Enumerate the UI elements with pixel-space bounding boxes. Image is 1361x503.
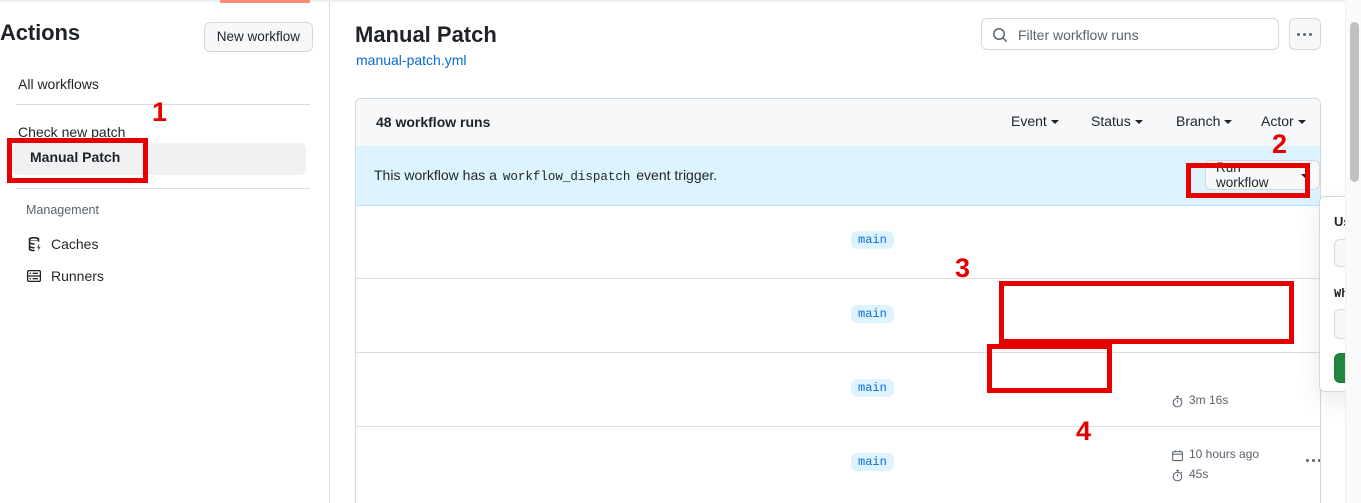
runs-panel-header: 48 workflow runs Event Status Branch Act… — [356, 99, 1320, 147]
run-meta: 3m 16s — [1171, 390, 1228, 410]
table-row[interactable]: main — [356, 205, 1320, 279]
sidebar-section-management: Management — [26, 203, 99, 217]
branch-badge[interactable]: main — [851, 453, 894, 471]
search-box[interactable] — [981, 18, 1279, 51]
run-workflow-label: Run workflow — [1216, 160, 1269, 190]
filter-status[interactable]: Status — [1091, 113, 1143, 129]
sidebar-item-all-workflows[interactable]: All workflows — [18, 76, 99, 92]
overflow-menu-button[interactable] — [1289, 18, 1321, 50]
chevron-down-icon — [1297, 120, 1306, 124]
filter-label: Actor — [1261, 113, 1294, 129]
filter-label: Event — [1011, 113, 1047, 129]
new-workflow-button[interactable]: New workflow — [203, 22, 313, 52]
sidebar-item-label: Caches — [51, 236, 99, 252]
chevron-down-icon — [1050, 120, 1059, 124]
page-loading-bar — [220, 0, 310, 3]
chevron-down-icon — [1134, 120, 1143, 124]
page-scrollbar-thumb[interactable] — [1350, 22, 1359, 182]
filter-label: Branch — [1176, 113, 1221, 129]
sidebar-item-label: Runners — [51, 268, 104, 284]
sidebar-item-caches[interactable]: Caches — [26, 233, 98, 255]
dispatch-text-after: event trigger. — [636, 167, 718, 183]
dispatch-banner-text: This workflow has a workflow_dispatch ev… — [374, 167, 717, 184]
sidebar-item-runners[interactable]: Runners — [26, 265, 104, 287]
sidebar-item-check-new-patch[interactable]: Check new patch — [18, 124, 126, 140]
main-content: Manual Patch manual-patch.yml 48 workflo… — [331, 0, 1361, 503]
cache-icon — [26, 236, 42, 252]
runners-icon — [26, 268, 42, 284]
workflow-dispatch-banner: This workflow has a workflow_dispatch ev… — [356, 146, 1320, 206]
stopwatch-icon — [1171, 468, 1184, 481]
sidebar-divider — [16, 104, 310, 105]
chevron-down-icon — [1301, 174, 1309, 178]
filter-actor[interactable]: Actor — [1261, 113, 1306, 129]
table-row[interactable]: main 3m 16s — [356, 353, 1320, 427]
top-divider — [0, 0, 1345, 2]
kebab-icon — [1297, 33, 1312, 36]
page-title: Manual Patch — [355, 22, 497, 47]
run-duration: 45s — [1171, 464, 1259, 484]
date-text: 10 hours ago — [1189, 447, 1260, 461]
search-icon — [992, 27, 1008, 43]
table-row[interactable]: main 10 hours ago — [356, 427, 1320, 501]
branch-badge[interactable]: main — [851, 231, 894, 249]
filter-branch[interactable]: Branch — [1176, 113, 1233, 129]
run-meta: 10 hours ago 45s — [1171, 444, 1259, 484]
duration-text: 45s — [1189, 467, 1209, 481]
workflow-runs-panel: 48 workflow runs Event Status Branch Act… — [355, 98, 1321, 503]
chevron-down-icon — [1224, 120, 1233, 124]
run-workflow-dropdown-button[interactable]: Run workflow — [1205, 160, 1320, 190]
sidebar-divider — [16, 188, 310, 189]
workflow-run-count: 48 workflow runs — [376, 114, 491, 130]
run-duration: 3m 16s — [1171, 390, 1228, 410]
dispatch-text-before: This workflow has a — [374, 167, 497, 183]
calendar-icon — [1171, 448, 1184, 461]
search-input[interactable] — [1016, 19, 1270, 51]
filter-label: Status — [1091, 113, 1131, 129]
stopwatch-icon — [1171, 394, 1184, 407]
duration-text: 3m 16s — [1189, 393, 1229, 407]
sidebar-item-label: Manual Patch — [30, 149, 121, 165]
row-overflow-menu[interactable] — [1306, 459, 1320, 462]
dispatch-event-code: workflow_dispatch — [502, 170, 631, 184]
branch-badge[interactable]: main — [851, 379, 894, 397]
filter-event[interactable]: Event — [1011, 113, 1059, 129]
actions-sidebar: Actions New workflow All workflows Check… — [0, 0, 330, 503]
run-date: 10 hours ago — [1171, 444, 1259, 464]
table-row[interactable]: main — [356, 279, 1320, 353]
sidebar-title: Actions — [0, 20, 80, 45]
branch-badge[interactable]: main — [851, 305, 894, 323]
sidebar-item-manual-patch[interactable]: Manual Patch — [8, 143, 306, 175]
workflow-file-link[interactable]: manual-patch.yml — [356, 52, 467, 68]
